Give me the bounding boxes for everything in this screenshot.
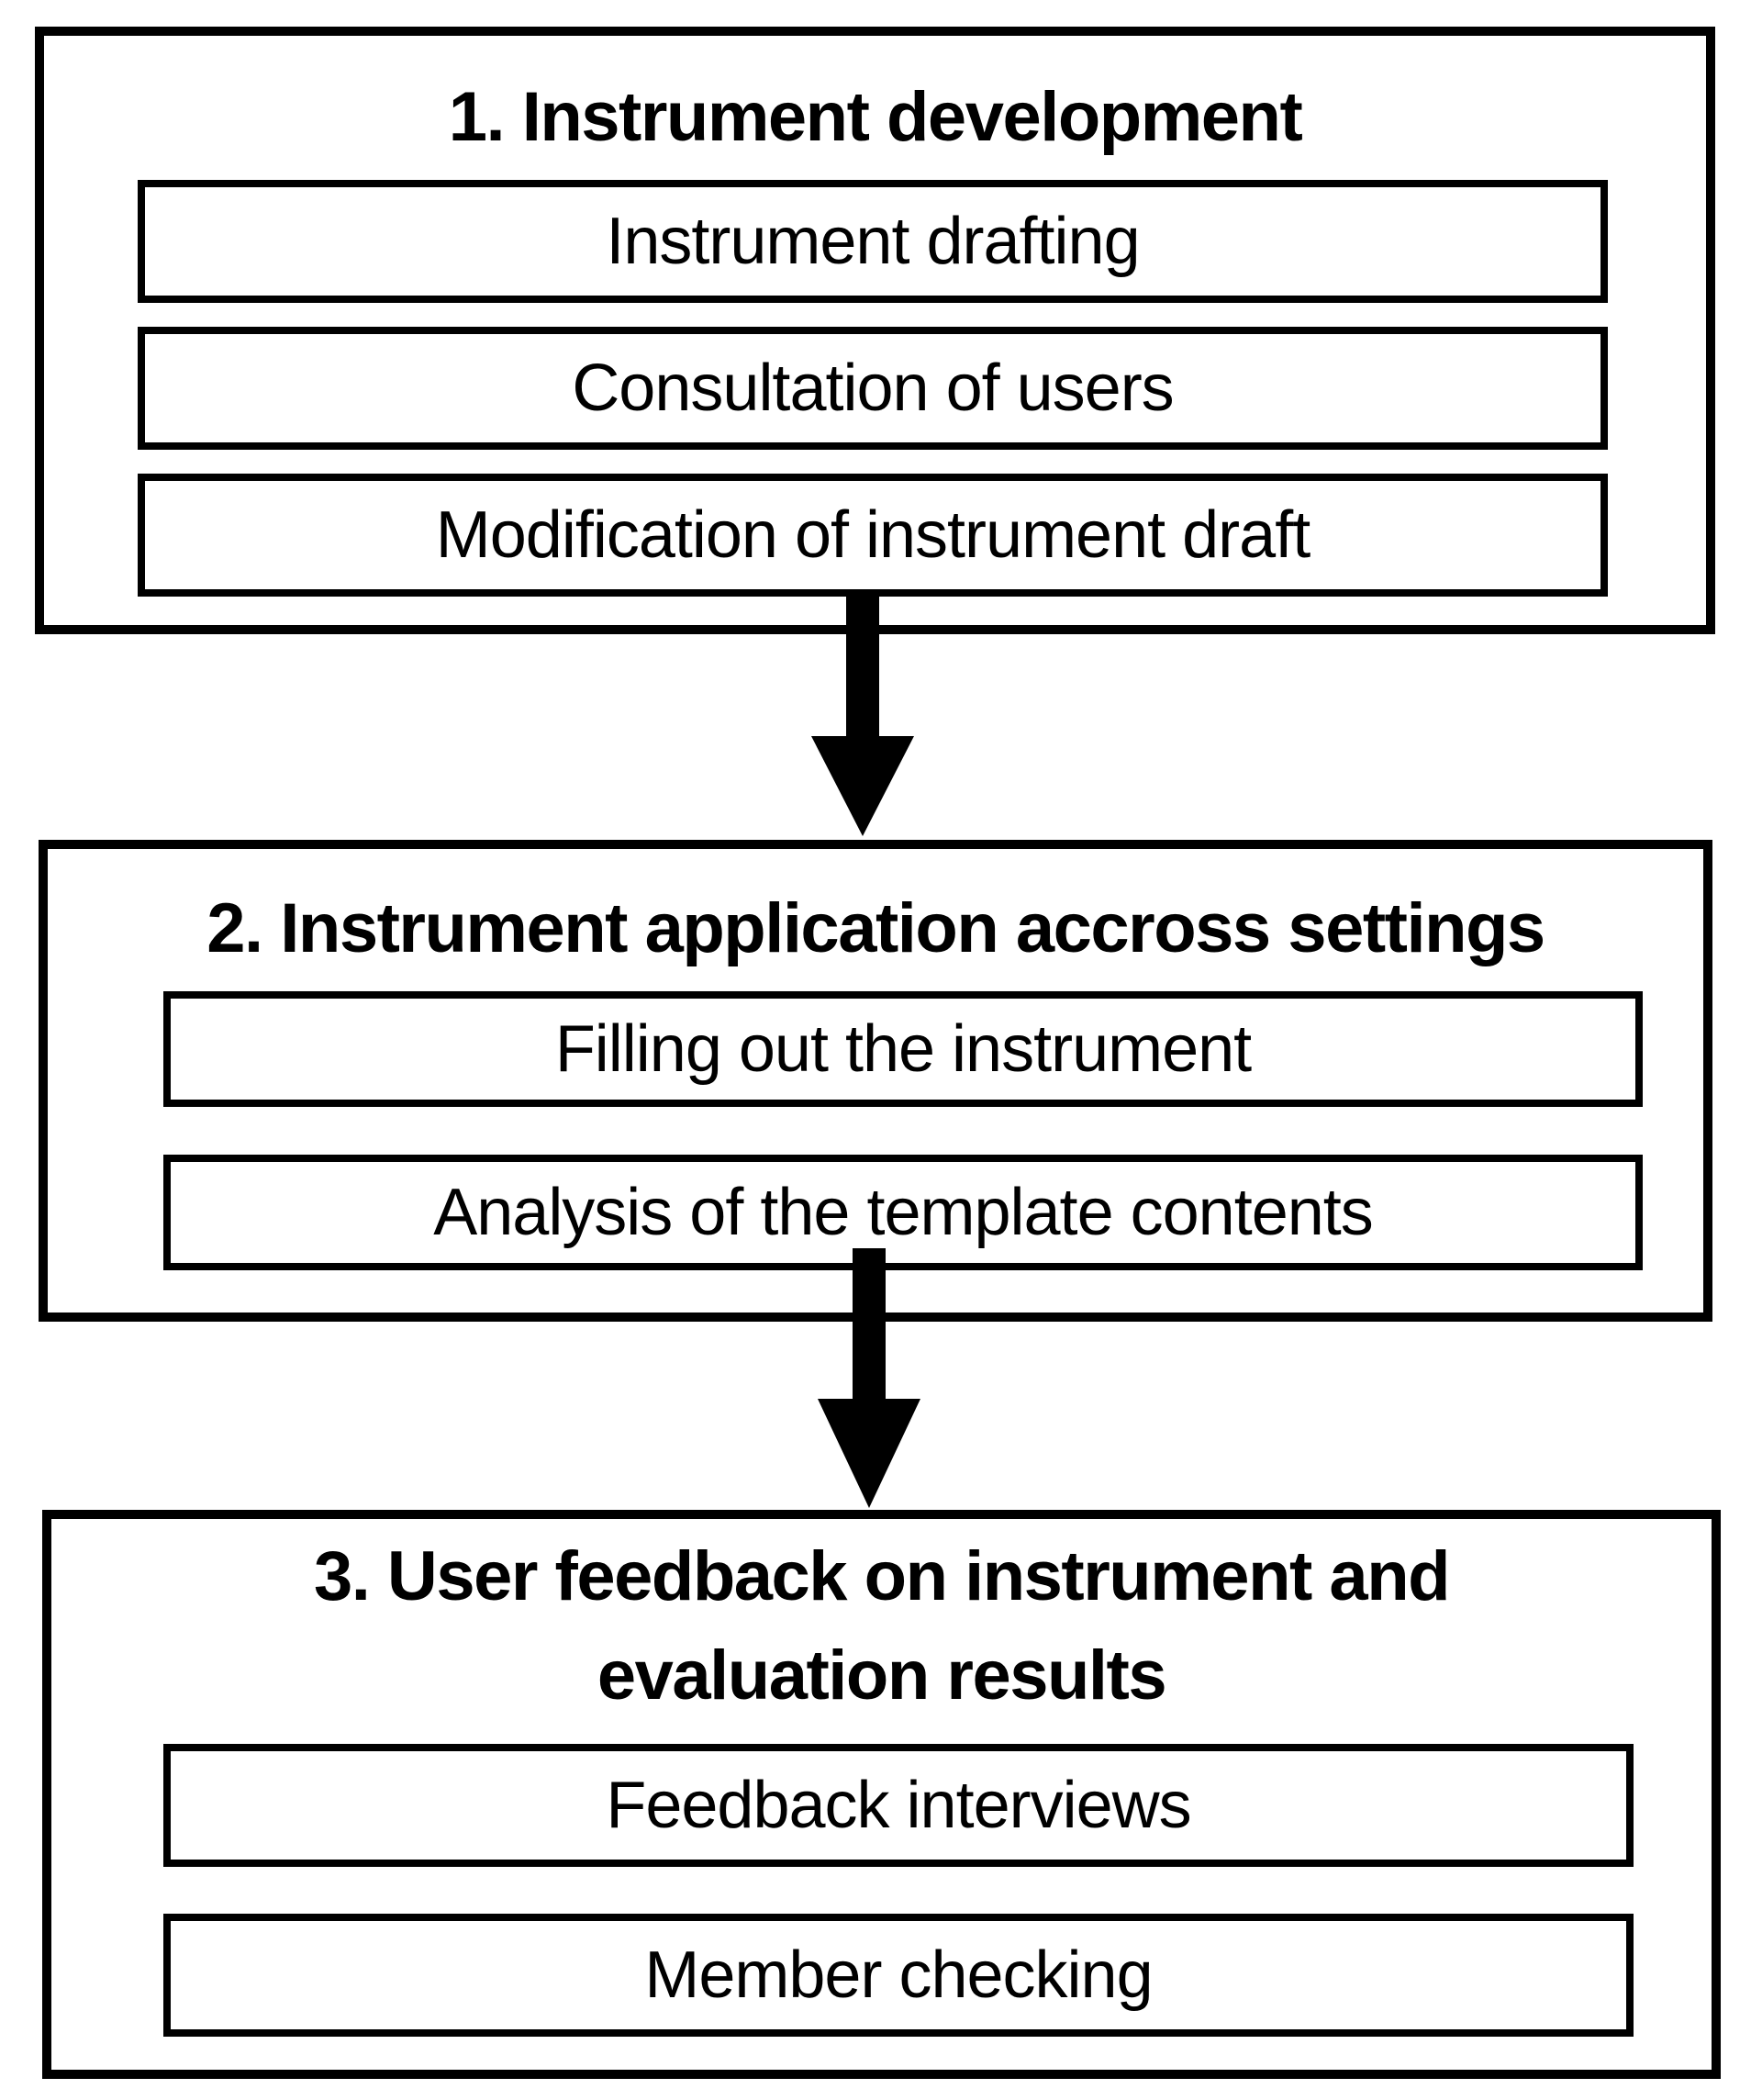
stage-1-title-text: 1. Instrument development xyxy=(448,78,1303,156)
step-consultation-of-users-label: Consultation of users xyxy=(572,352,1174,425)
step-member-checking: Member checking xyxy=(163,1914,1634,2037)
step-instrument-drafting-label: Instrument drafting xyxy=(606,205,1140,278)
step-analysis-of-template-contents-label: Analysis of the template contents xyxy=(433,1176,1374,1249)
stage-3-title: 3. User feedback on instrument and evalu… xyxy=(42,1527,1721,1726)
step-filling-out-the-instrument-label: Filling out the instrument xyxy=(554,1012,1252,1086)
step-analysis-of-template-contents: Analysis of the template contents xyxy=(163,1155,1643,1270)
arrow-down-icon xyxy=(818,1248,920,1508)
step-instrument-drafting: Instrument drafting xyxy=(138,180,1608,303)
arrow-down-shape xyxy=(818,1248,920,1508)
step-modification-of-instrument-draft-label: Modification of instrument draft xyxy=(435,498,1310,572)
arrow-down-icon xyxy=(811,592,914,836)
stage-3-title-text: 3. User feedback on instrument and evalu… xyxy=(313,1537,1451,1715)
step-feedback-interviews: Feedback interviews xyxy=(163,1744,1634,1867)
stage-2-title: 2. Instrument application accross settin… xyxy=(39,879,1712,978)
stage-2-title-text: 2. Instrument application accross settin… xyxy=(206,889,1545,967)
arrow-down-shape xyxy=(811,592,914,836)
step-filling-out-the-instrument: Filling out the instrument xyxy=(163,991,1643,1107)
stage-1-title: 1. Instrument development xyxy=(35,68,1715,167)
step-feedback-interviews-label: Feedback interviews xyxy=(606,1769,1191,1842)
step-consultation-of-users: Consultation of users xyxy=(138,327,1608,450)
step-modification-of-instrument-draft: Modification of instrument draft xyxy=(138,474,1608,597)
step-member-checking-label: Member checking xyxy=(644,1938,1153,2012)
